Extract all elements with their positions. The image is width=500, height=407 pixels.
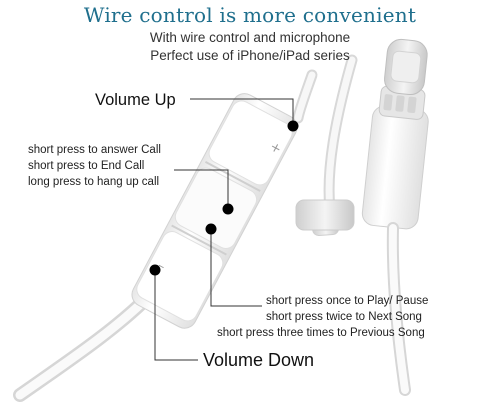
end-call-label: short press to End Call: [28, 160, 145, 172]
headline: Wire control is more convenient: [83, 3, 417, 27]
subtitle-line-1: With wire control and microphone: [149, 30, 351, 45]
volume-down-dot: [149, 264, 161, 276]
hang-up-label: long press to hang up call: [28, 176, 160, 188]
volume-up-label: Volume Up: [95, 91, 176, 109]
volume-up-dot: [287, 120, 299, 132]
answer-call-dot: [222, 203, 234, 215]
next-song-label: short press twice to Next Song: [266, 311, 422, 323]
play-pause-label: short press once to Play/ Pause: [266, 295, 429, 307]
volume-down-pointer-line: [154, 270, 198, 361]
answer-call-label: short press to answer Call: [28, 144, 161, 156]
answer-call-pointer-line: [174, 169, 229, 209]
lightning-connector: [361, 38, 429, 230]
play-pause-pointer-line: [210, 229, 262, 307]
previous-song-label: short press three times to Previous Song: [217, 327, 425, 339]
volume-up-pointer-line: [190, 98, 294, 126]
lightning-connector-body: [295, 199, 355, 231]
inline-remote: [131, 93, 298, 329]
play-pause-dot: [205, 223, 217, 235]
subtitle-line-2: Perfect use of iPhone/iPad series: [150, 48, 350, 63]
volume-down-label: Volume Down: [203, 350, 315, 370]
